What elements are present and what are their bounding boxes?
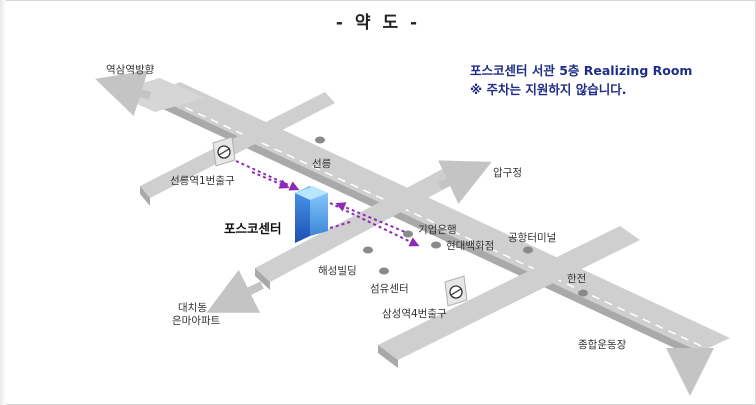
landmark-textile-center: 섬유센터 <box>370 283 409 295</box>
seolleung-landmark-dot <box>315 136 325 144</box>
samseong-station-icon <box>444 275 468 307</box>
landmark-posco-center: 포스코센터 <box>224 221 282 236</box>
korea-electric-landmark-dot <box>578 289 588 297</box>
venue-location-text: 포스코센터 서관 5층 Realizing Room <box>470 63 693 78</box>
textile-landmark-dot <box>379 267 389 275</box>
landmark-airport-terminal: 공항터미널 <box>508 232 557 244</box>
landmark-hyundai: 현대백화점 <box>446 240 495 252</box>
direction-daechi: 대치동 <box>178 302 207 314</box>
parking-notice-text: ※ 주차는 지원하지 않습니다. <box>470 82 627 97</box>
direction-sports-complex: 종합운동장 <box>578 339 627 351</box>
landmark-ibk: 기업은행 <box>418 224 457 236</box>
landmark-haesung: 해성빌딩 <box>318 265 357 277</box>
direction-eunma-apt: 은마아파트 <box>172 315 221 327</box>
ibk-landmark-dot <box>403 230 413 238</box>
landmark-korea-electric: 한전 <box>567 273 587 285</box>
direction-yeoksam: 역삼역방향 <box>106 64 155 76</box>
cross-street-samseong <box>378 226 640 368</box>
station-samseong-exit: 삼성역4번출구 <box>382 308 447 320</box>
cross-street-seolleung <box>140 92 335 206</box>
map-title: - 약 도 - <box>335 13 421 33</box>
landmark-seolleung: 선릉 <box>312 158 332 170</box>
arrow-daechi-icon <box>206 269 264 313</box>
landmark-dots <box>315 136 588 297</box>
frame-edge <box>0 0 6 405</box>
haesung-landmark-dot <box>363 246 373 254</box>
posco-center-building <box>295 186 328 243</box>
arrow-apgujeong-icon <box>438 160 492 204</box>
arrow-yeoksam-icon <box>95 70 152 117</box>
venue-info: 포스코센터 서관 5층 Realizing Room ※ 주차는 지원하지 않습… <box>470 61 692 99</box>
hyundai-landmark-dot <box>431 241 441 249</box>
direction-apgujeong: 압구정 <box>493 167 522 179</box>
seolleung-station-icon <box>212 136 236 167</box>
walking-route <box>235 160 420 247</box>
station-seolleung-exit: 선릉역1번출구 <box>170 175 235 187</box>
airport-terminal-landmark-dot <box>523 246 533 254</box>
